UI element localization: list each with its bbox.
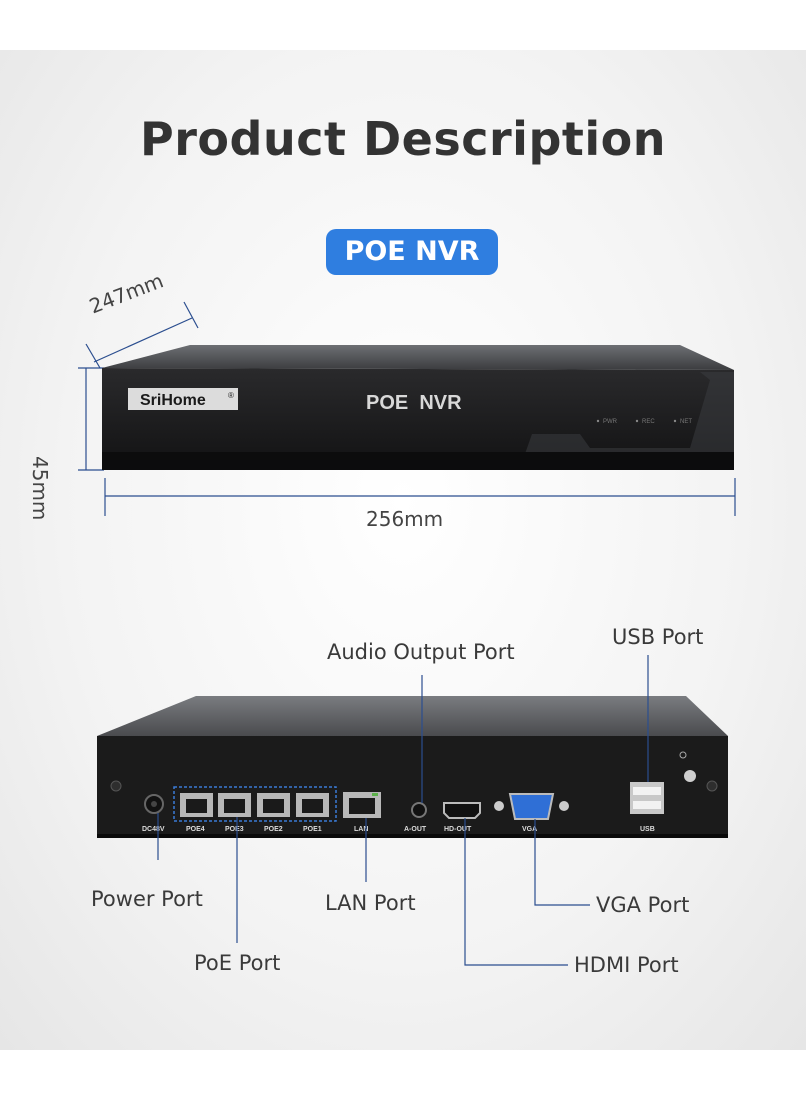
indicator-rec: REC [642,419,655,425]
rear-device-illustration: DC48V POE4 POE3 POE2 POE1 LAN A-OUT HD-O… [97,655,728,966]
callout-lines [157,655,649,966]
depth-dimension-line [85,301,199,369]
ground-terminal [684,770,696,782]
height-dimension-line [78,367,104,471]
callout-poe-port: PoE Port [194,951,281,975]
width-dimension-label: 256mm [366,507,444,531]
indicator-pwr: PWR [603,419,618,425]
callout-hdmi-port: HDMI Port [574,953,679,977]
rear-face [97,736,728,838]
label-vga: VGA [522,826,537,833]
label-hdout: HD-OUT [444,826,472,833]
product-badge: POE NVR [326,229,498,275]
callout-vga-port: VGA Port [596,893,690,917]
label-aout: A-OUT [404,826,427,833]
hdmi-callout-line [464,818,568,966]
usb-ports [630,782,664,814]
label-poe4: POE4 [186,826,205,833]
poe-port-2 [257,793,290,817]
rear-top-surface [97,696,728,736]
label-lan: LAN [354,826,368,833]
hdmi-port [443,802,481,819]
label-usb: USB [640,826,655,833]
front-bevel [520,372,734,468]
label-poe3: POE3 [225,826,244,833]
poe-port-4 [180,793,213,817]
indicator-net: NET [680,419,692,425]
lan-port [343,792,381,818]
callout-usb-port: USB Port [612,625,704,649]
callout-power-port: Power Port [91,887,203,911]
brand-logo: SriHome [140,392,206,409]
callout-audio-output-port: Audio Output Port [327,640,515,664]
screw-right [706,780,718,792]
poe-port-3 [218,793,251,817]
callout-lan-port: LAN Port [325,891,416,915]
front-model-text: POE NVR [366,392,462,414]
screw-left [110,780,122,792]
page-title: Product Description [140,112,666,166]
rear-bottom-edge [97,834,728,838]
label-poe1: POE1 [303,826,322,833]
status-indicators: PWR REC NET [596,419,692,425]
device-top-surface [102,345,734,370]
background-panel [0,50,806,1050]
label-dc: DC48V [142,826,165,833]
vga-port [508,793,555,820]
brand-logo-plate [128,388,238,410]
front-device-illustration: SriHome ® POE NVR PWR REC NET [78,301,736,516]
front-bottom-strip [102,452,734,470]
label-poe2: POE2 [264,826,283,833]
poe-ports-group [173,786,337,822]
audio-out-jack [411,802,427,818]
vga-callout-line [534,819,590,906]
poe-port-1 [296,793,329,817]
ground-indicator [679,751,687,759]
brand-registered-mark: ® [228,391,234,400]
width-dimension-line [104,478,736,516]
